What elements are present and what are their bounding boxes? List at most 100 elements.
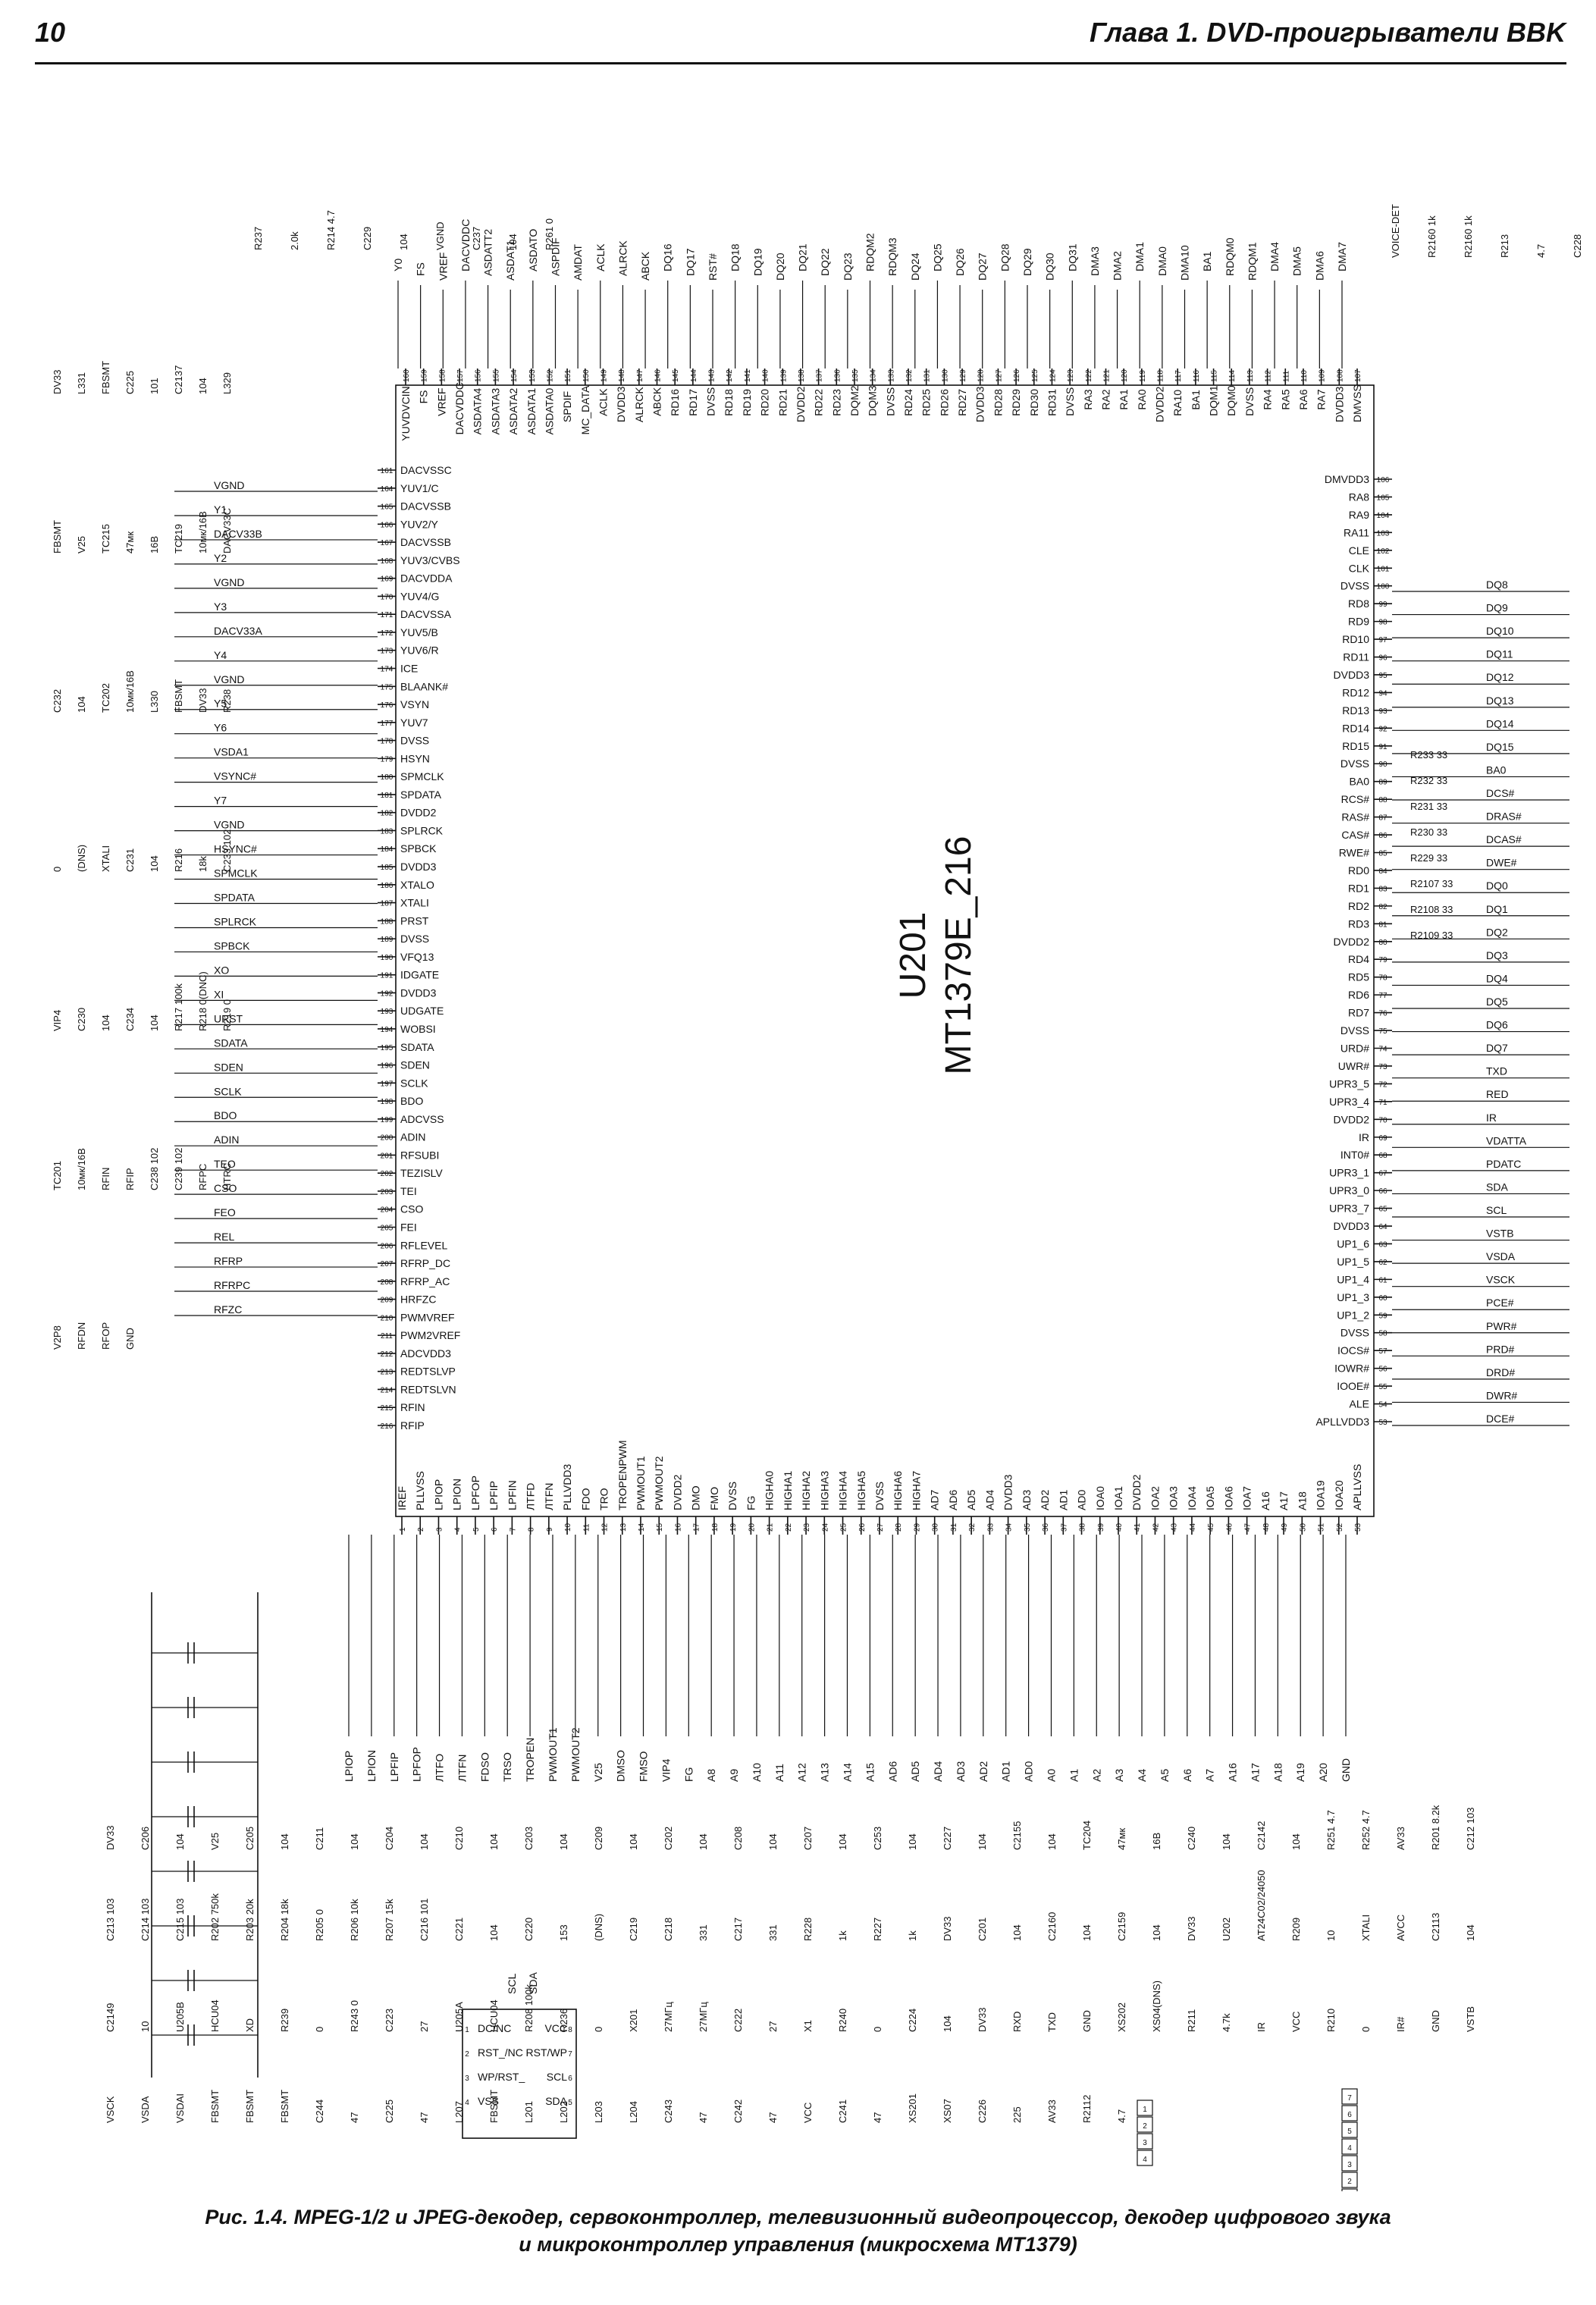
chip-label: U201 MT1379E_216 [893, 836, 979, 1075]
pin-number: 55 [1378, 1383, 1387, 1391]
component-label: TC201 [52, 1161, 63, 1190]
pin-label: DVDD3 [1002, 1474, 1014, 1510]
net-label: A12 [796, 1763, 808, 1782]
pin-number: 140 [762, 369, 770, 382]
pin-label: FG [745, 1496, 757, 1510]
component-label: R251 4.7 [1325, 1810, 1337, 1850]
pin-number: 108 [1336, 369, 1344, 382]
pin-label: SPDATA [400, 789, 442, 801]
xs202-pin-box [1137, 2150, 1153, 2166]
net-label: AMDAT [572, 244, 584, 281]
pin-label: TEI [400, 1185, 417, 1197]
component-label: C225 [384, 2100, 395, 2123]
net-label: DCAS# [1486, 833, 1522, 845]
pin-number: 65 [1378, 1206, 1387, 1214]
component-label: R231 33 [1410, 801, 1447, 812]
component-label: 47 [419, 2112, 430, 2123]
pin-label: DVDD3 [615, 386, 627, 422]
net-label: PCE# [1486, 1297, 1514, 1309]
component-label: 47 [872, 2112, 883, 2123]
pin-number: 144 [690, 369, 698, 382]
net-label: AD0 [1023, 1761, 1035, 1782]
pin-label: RWE# [1339, 847, 1369, 859]
net-label: DQ30 [1044, 252, 1056, 281]
net-label: LPION [365, 1750, 378, 1782]
pin-number: 96 [1378, 654, 1387, 663]
pin-label: BA0 [1350, 776, 1370, 788]
pin-number: 107 [1354, 369, 1362, 382]
pin-label: DACVDDC [453, 382, 466, 434]
component-label: DACV33C [221, 508, 233, 554]
component-label: R203 20k [244, 1899, 256, 1941]
component-label: C233 102 [221, 829, 233, 872]
component-label: XS04(DNS) [1151, 1980, 1162, 2032]
u202-pin-label: WP/RST_ [478, 2071, 525, 2083]
component-label: C221 [453, 1918, 465, 1941]
component-label: C205 [244, 1827, 256, 1850]
component-label: 104 [1081, 1924, 1093, 1941]
pin-number: 58 [1378, 1330, 1387, 1338]
component-label: 10мк/16В [197, 511, 209, 554]
net-label: ЛTFN [456, 1755, 468, 1782]
xs201-pin-number: 6 [1347, 2111, 1352, 2119]
pin-label: DVSS [1243, 387, 1256, 416]
component-label: 104 [398, 234, 409, 250]
pin-number: 91 [1378, 743, 1387, 751]
net-label: DCE# [1486, 1413, 1515, 1425]
net-label: ACLK [594, 243, 607, 271]
pin-label: DVDD2 [671, 1474, 683, 1510]
net-label: HSYNC# [214, 843, 257, 855]
pin-label: CSO [400, 1203, 423, 1215]
pin-label: RD17 [687, 389, 699, 416]
pin-label: RD8 [1348, 597, 1369, 610]
component-label: U202 [1221, 1918, 1232, 1941]
net-label: DMA10 [1179, 245, 1191, 281]
pin-label: RD2 [1348, 900, 1369, 912]
pin-label: IOA7 [1241, 1486, 1253, 1510]
component-label: C210 [453, 1827, 465, 1850]
pin-label: HIGHA2 [800, 1471, 812, 1510]
component-label: GND [1430, 2010, 1441, 2032]
pin-label: IOA20 [1333, 1480, 1345, 1510]
pin-number: 182 [381, 810, 394, 818]
pin-number: 21 [767, 1523, 775, 1532]
component-label: C211 [314, 1827, 325, 1850]
pin-label: RA5 [1279, 389, 1291, 409]
net-label: DQ6 [1486, 1019, 1508, 1031]
pin-label: HSYN [400, 752, 430, 764]
pin-label: WOBSI [400, 1023, 436, 1035]
pin-number: 192 [381, 989, 394, 998]
pin-label: HRFZC [400, 1294, 436, 1306]
pin-number: 30 [932, 1523, 940, 1532]
xs201-pin-box [1341, 2188, 1358, 2191]
xs201-pin-box [1341, 2105, 1358, 2122]
component-label: C231 [124, 848, 136, 872]
pin-label: YUV3/CVBS [400, 554, 460, 566]
component-label: 104 [174, 1833, 186, 1850]
net-label: A10 [751, 1763, 763, 1782]
pin-number: 150 [582, 369, 591, 382]
pin-label: RA6 [1297, 389, 1309, 409]
pin-number: 88 [1378, 796, 1387, 804]
pin-label: HIGHA4 [837, 1471, 849, 1510]
pin-number: 177 [381, 720, 394, 728]
net-label: A7 [1204, 1769, 1216, 1782]
pin-number: 82 [1378, 903, 1387, 911]
pin-number: 31 [950, 1523, 958, 1532]
pin-label: DVDD2 [1334, 936, 1370, 948]
pin-number: 6 [491, 1527, 499, 1532]
net-label: BDO [214, 1109, 237, 1121]
net-label: BA0 [1486, 764, 1507, 776]
component-label: 104 [1290, 1833, 1302, 1850]
pin-number: 211 [381, 1332, 393, 1341]
pin-number: 77 [1378, 992, 1387, 1000]
component-label: C2159 [1116, 1912, 1127, 1941]
pin-label: DQM0 [1225, 385, 1237, 416]
pin-number: 60 [1378, 1294, 1387, 1303]
component-label: R227 [872, 1918, 883, 1941]
pin-label: ALE [1350, 1398, 1369, 1410]
pin-label: RD16 [669, 389, 681, 416]
pin-number: 185 [381, 864, 394, 872]
pin-number: 125 [1031, 369, 1039, 382]
pin-number: 178 [381, 738, 394, 746]
